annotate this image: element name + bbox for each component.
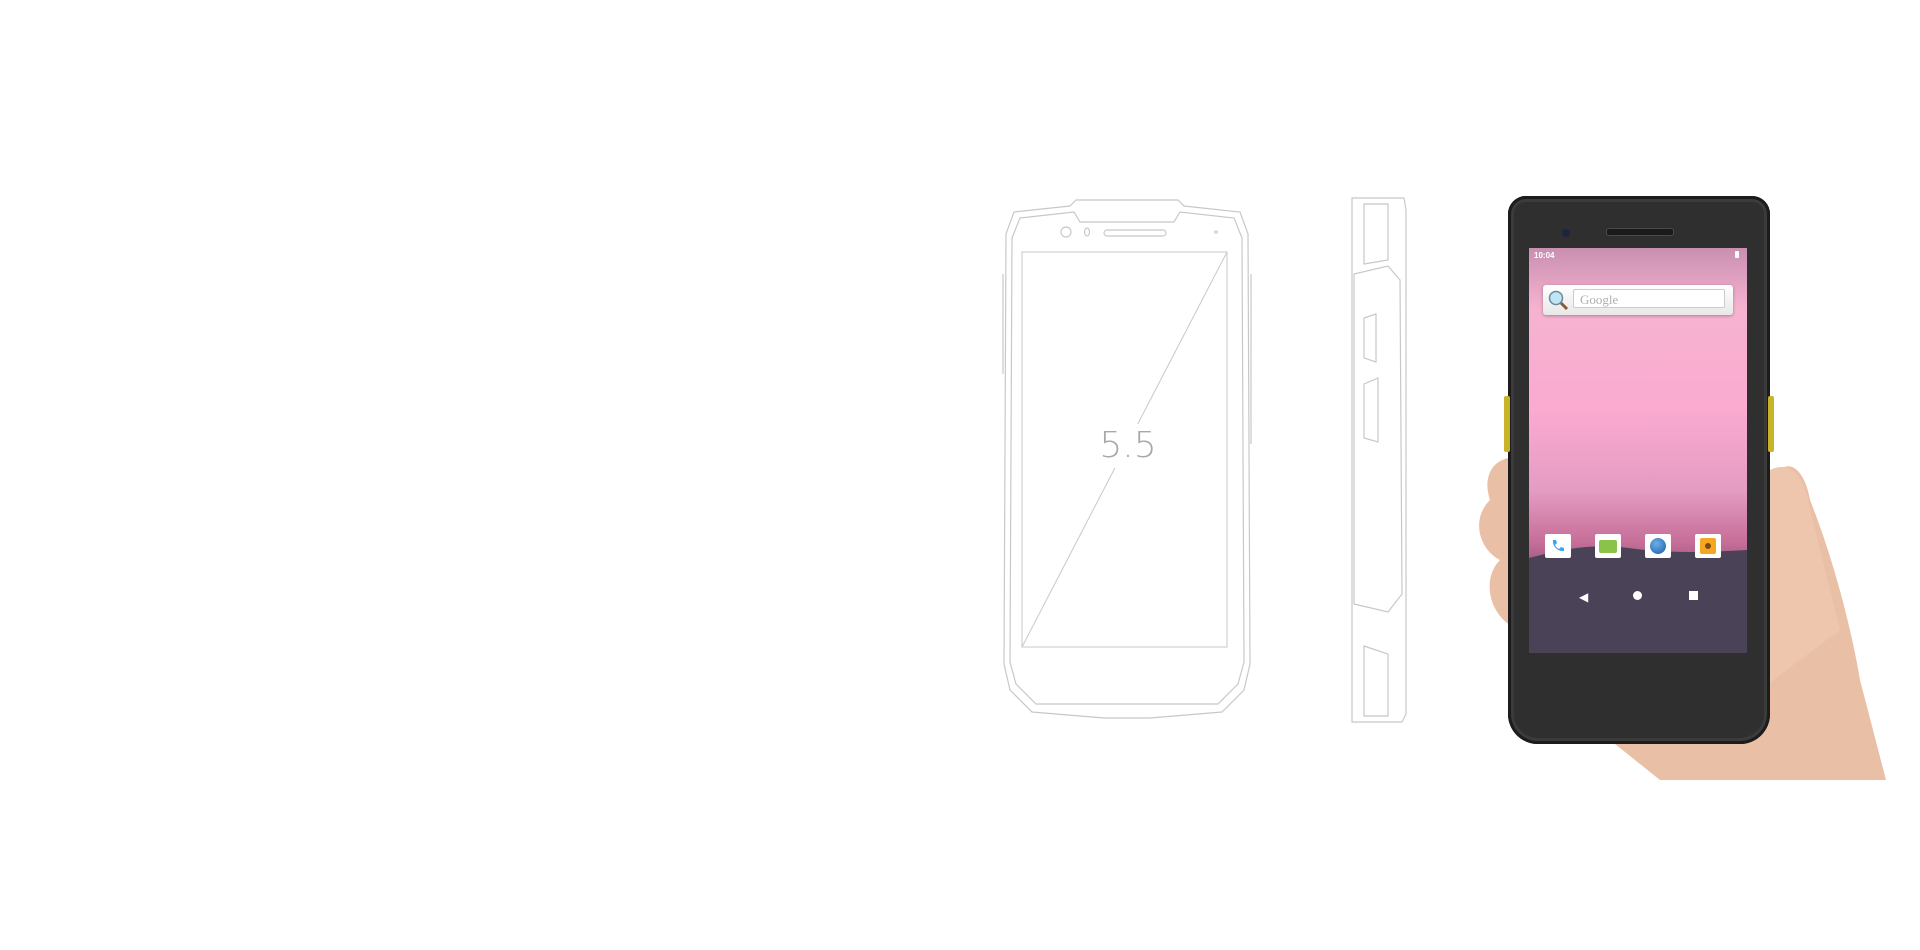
hand-image [1479, 457, 1886, 780]
scan-button-left [1504, 396, 1510, 452]
browser-app-icon[interactable] [1645, 534, 1671, 558]
google-search-widget[interactable]: Google [1543, 285, 1733, 315]
home-button[interactable] [1633, 591, 1642, 600]
camera-app-icon[interactable] [1695, 534, 1721, 558]
front-camera-icon [1562, 229, 1570, 237]
rugged-phone: 10:04 Google ◀ [1504, 196, 1774, 744]
earpiece-speaker [1606, 228, 1674, 236]
recents-button[interactable] [1689, 591, 1698, 600]
battery-icon [1735, 251, 1739, 258]
side-outline-drawing [1351, 197, 1407, 723]
search-icon [1548, 290, 1569, 311]
screen-size-label: 5.5 [1078, 424, 1178, 468]
phone-screen: 10:04 Google ◀ [1529, 248, 1747, 653]
phone-app-icon[interactable] [1545, 534, 1571, 558]
scan-button-right [1768, 396, 1774, 452]
search-input[interactable]: Google [1573, 289, 1725, 308]
front-outline-drawing [1002, 199, 1252, 719]
back-button[interactable]: ◀ [1579, 590, 1589, 604]
status-time: 10:04 [1534, 251, 1555, 260]
messaging-app-icon[interactable] [1595, 534, 1621, 558]
